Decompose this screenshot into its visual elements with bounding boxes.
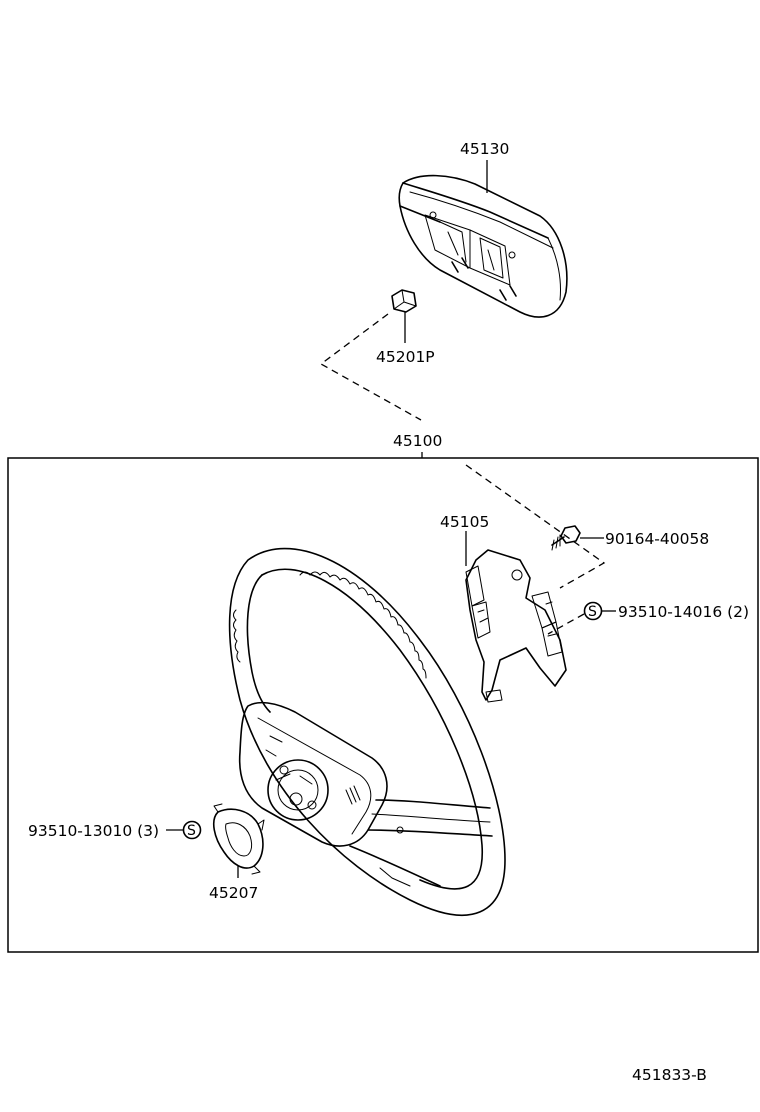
screw-lower: S [166,820,202,840]
label-45130: 45130 [460,140,509,158]
label-93510-14016: 93510-14016 (2) [618,603,749,621]
label-90164-40058: 90164-40058 [605,530,709,548]
label-45207: 45207 [209,884,258,902]
screw-upper: S [547,601,616,635]
std-symbol-lower: S [187,823,196,839]
bolt-guide-line [465,464,606,589]
bolt [551,525,604,551]
spoke-bracket [465,531,567,703]
label-45201P: 45201P [376,348,435,366]
std-symbol-upper: S [588,604,597,620]
assembly-frame [7,457,759,953]
drawing-number: 451833-B [632,1066,707,1084]
spiral-cable-plate [212,803,265,878]
steering-wheel [228,547,506,916]
steering-nut [391,289,417,343]
label-93510-13010: 93510-13010 (3) [28,822,159,840]
horn-pad [398,160,568,318]
label-45105: 45105 [440,513,489,531]
nut-guide-line [319,313,422,421]
label-45100: 45100 [393,432,442,450]
